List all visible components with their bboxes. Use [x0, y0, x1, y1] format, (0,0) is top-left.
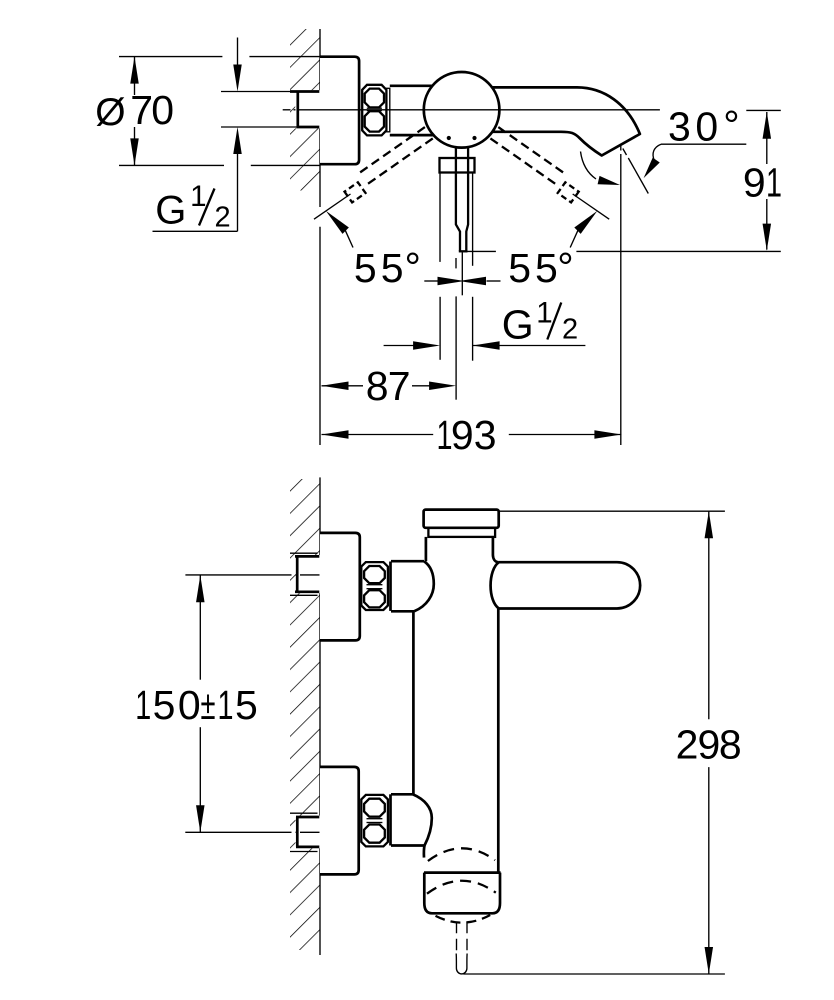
svg-text:87: 87	[366, 363, 411, 409]
svg-text:93: 93	[451, 412, 497, 458]
svg-text:1: 1	[218, 682, 234, 728]
svg-text:298: 298	[676, 721, 742, 767]
svg-text:Ø: Ø	[95, 91, 125, 134]
svg-text:1: 1	[190, 180, 206, 213]
svg-text:2: 2	[562, 314, 578, 346]
svg-text:G: G	[155, 189, 186, 233]
svg-text:1: 1	[766, 160, 782, 206]
svg-text:1: 1	[536, 296, 552, 329]
svg-text:9: 9	[743, 160, 766, 206]
svg-text:G: G	[502, 301, 534, 347]
svg-text:°: °	[405, 244, 421, 290]
svg-text:±: ±	[201, 682, 216, 728]
svg-text:70: 70	[130, 87, 174, 133]
svg-text:1: 1	[437, 412, 453, 458]
svg-text:2: 2	[215, 201, 231, 233]
svg-text:5: 5	[235, 682, 258, 728]
svg-text:°: °	[557, 244, 573, 290]
svg-text:°: °	[723, 102, 739, 148]
svg-text:1: 1	[135, 682, 151, 728]
